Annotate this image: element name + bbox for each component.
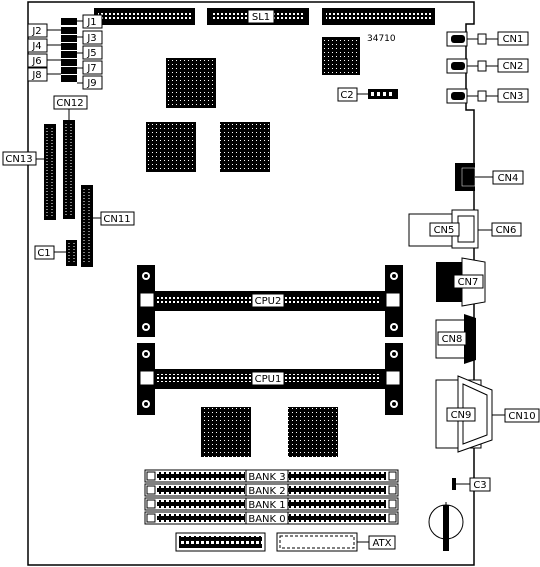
connector-cn3-label: CN3 bbox=[503, 91, 524, 102]
connector-cn9-label: CN9 bbox=[451, 410, 472, 421]
jumper-j1-label: J1 bbox=[86, 17, 96, 28]
memory-bank-2-label: BANK 2 bbox=[248, 486, 285, 497]
part-number-label: 34710 bbox=[367, 34, 396, 44]
connector-cn5: CN5 bbox=[429, 222, 460, 237]
connector-cn11-label: CN11 bbox=[103, 214, 130, 225]
connector-cn12-label: CN12 bbox=[56, 98, 83, 109]
connector-cn11-header bbox=[81, 185, 93, 267]
cpu1-label: CPU1 bbox=[255, 374, 282, 385]
jumper-j3: J3 bbox=[82, 30, 103, 45]
jumper-j5: J5 bbox=[82, 45, 103, 60]
board-outline bbox=[27, 1, 475, 566]
jumper-j7-label: J7 bbox=[86, 63, 96, 74]
cpu2-slot: CPU2 bbox=[137, 265, 403, 337]
memory-bank-3-label: BANK 3 bbox=[248, 472, 285, 483]
connector-cn2: CN2 bbox=[446, 58, 529, 74]
jumper-j1: J1 bbox=[82, 14, 103, 29]
jumper-block bbox=[47, 18, 83, 84]
connector-cn4: CN4 bbox=[455, 163, 524, 191]
connector-cn8-label: CN8 bbox=[442, 334, 463, 345]
connector-cn1-label: CN1 bbox=[503, 34, 524, 45]
connector-cn7: CN7 bbox=[436, 257, 486, 307]
memory-bank-3: BANK 3 bbox=[144, 469, 399, 483]
connector-cn6: CN6 bbox=[491, 222, 522, 237]
slot-label-sl1: SL1 bbox=[247, 9, 275, 24]
jumper-j4: J4 bbox=[27, 38, 48, 53]
chip-bottom-left bbox=[201, 407, 251, 457]
connector-cn1: CN1 bbox=[446, 31, 529, 47]
jumper-j6-label: J6 bbox=[31, 56, 41, 67]
jumper-j8: J8 bbox=[27, 67, 48, 82]
cpu2-label: CPU2 bbox=[255, 296, 282, 307]
chip-34710 bbox=[322, 37, 360, 75]
component-c3: C3 bbox=[452, 477, 491, 492]
component-c2-label: C2 bbox=[340, 90, 353, 101]
memory-bank-0-label: BANK 0 bbox=[248, 514, 285, 525]
connector-cn7-label: CN7 bbox=[458, 277, 479, 288]
jumper-j2-label: J2 bbox=[31, 26, 41, 37]
jumper-j8-label: J8 bbox=[31, 70, 41, 81]
connector-cn10-label: CN10 bbox=[508, 411, 535, 422]
connector-cn13-header bbox=[44, 124, 56, 220]
connector-cn10: CN10 bbox=[504, 408, 540, 423]
cpu1-slot: CPU1 bbox=[137, 343, 403, 415]
component-c1-label: C1 bbox=[37, 248, 50, 259]
component-c2: C2 bbox=[337, 87, 398, 102]
jumper-j7: J7 bbox=[82, 60, 103, 75]
power-connector-at bbox=[175, 532, 266, 552]
connector-cn13-label: CN13 bbox=[5, 154, 32, 165]
memory-bank-0: BANK 0 bbox=[144, 511, 399, 525]
connector-cn2-label: CN2 bbox=[503, 61, 524, 72]
memory-bank-1: BANK 1 bbox=[144, 497, 399, 511]
memory-bank-2: BANK 2 bbox=[144, 483, 399, 497]
jumper-j4-label: J4 bbox=[31, 41, 41, 52]
connector-cn12-header bbox=[63, 120, 75, 219]
chip-mid-right bbox=[220, 122, 270, 172]
slot-label-text: SL1 bbox=[252, 12, 270, 23]
memory-bank-1-label: BANK 1 bbox=[248, 500, 285, 511]
connector-atx: ATX bbox=[276, 532, 396, 552]
jumper-j5-label: J5 bbox=[86, 48, 96, 59]
connector-cn8: CN8 bbox=[435, 314, 476, 364]
jumper-j9-label: J9 bbox=[86, 78, 96, 89]
connector-atx-label: ATX bbox=[372, 538, 391, 549]
jumper-j3-label: J3 bbox=[86, 33, 96, 44]
jumper-j2: J2 bbox=[27, 23, 48, 38]
connector-cn4-label: CN4 bbox=[498, 173, 519, 184]
connector-cn9: CN9 bbox=[446, 407, 476, 422]
connector-cn5-label: CN5 bbox=[434, 225, 455, 236]
jumper-j9: J9 bbox=[82, 75, 103, 90]
component-c3-label: C3 bbox=[473, 480, 486, 491]
chip-mid-left bbox=[146, 122, 196, 172]
jumper-j6: J6 bbox=[27, 53, 48, 68]
chip-bottom-right bbox=[288, 407, 338, 457]
connector-cn3: CN3 bbox=[446, 88, 529, 104]
connector-cn6-label: CN6 bbox=[496, 225, 517, 236]
connector-cn11: CN11 bbox=[93, 211, 135, 226]
connector-cn12: CN12 bbox=[53, 95, 88, 120]
chip-top-left bbox=[166, 58, 216, 108]
component-c1: C1 bbox=[34, 240, 77, 266]
connector-cn13: CN13 bbox=[2, 151, 44, 166]
battery bbox=[428, 502, 464, 551]
